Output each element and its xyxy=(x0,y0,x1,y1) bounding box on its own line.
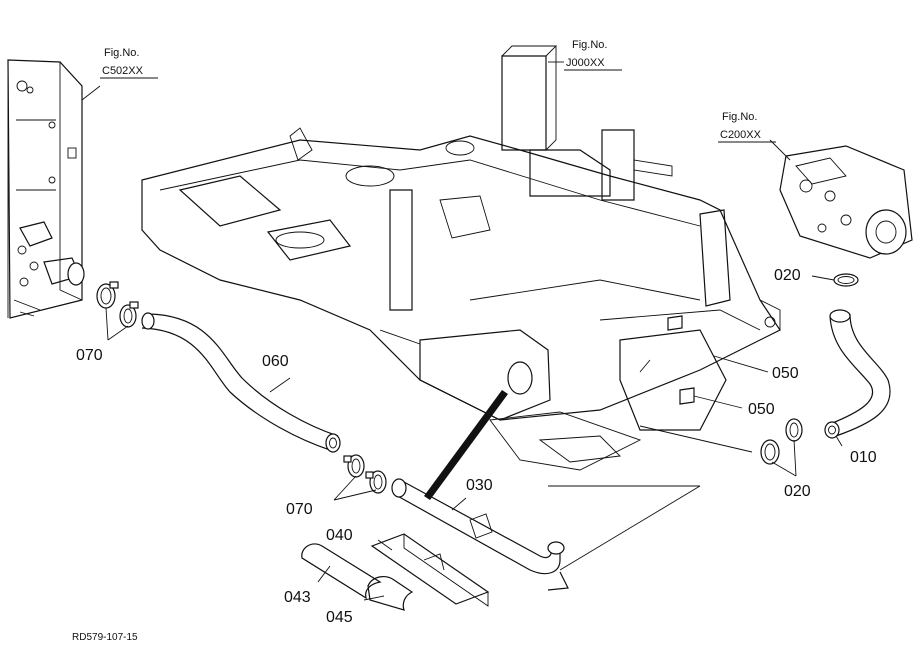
callout-060: 060 xyxy=(262,353,289,370)
fig-ref-label: Fig.No. xyxy=(722,111,757,123)
clamp-020-upper-drawing xyxy=(833,273,859,287)
callout-070-lower: 070 xyxy=(286,501,313,518)
hose-010-drawing xyxy=(824,309,891,439)
drawing-id: RD579-107-15 xyxy=(72,632,138,643)
callout-020-lower: 020 xyxy=(784,483,811,500)
callout-040: 040 xyxy=(326,527,353,544)
fig-ref-label: Fig.No. xyxy=(572,39,607,51)
clamp-070-upper-drawing xyxy=(96,281,139,328)
clamp-020-lower-drawing xyxy=(760,418,803,465)
pump-drawing xyxy=(779,145,913,259)
callout-050-lower: 050 xyxy=(748,401,775,418)
frame-drawing xyxy=(141,45,781,471)
fig-ref-code: C502XX xyxy=(102,65,144,77)
callout-030: 030 xyxy=(466,477,493,494)
part-043-drawing xyxy=(301,543,382,600)
fig-ref-label: Fig.No. xyxy=(104,47,139,59)
pipe-030-drawing xyxy=(391,478,569,591)
figure-ref-j000xx: Fig.No. J000XX xyxy=(564,39,622,71)
callout-070-upper: 070 xyxy=(76,347,103,364)
fig-ref-code: C200XX xyxy=(720,129,762,141)
engine-block-drawing xyxy=(7,59,85,319)
fig-ref-code: J000XX xyxy=(566,57,605,69)
callout-045: 045 xyxy=(326,609,353,626)
hose-060-drawing xyxy=(141,312,341,453)
clamp-070-lower-drawing xyxy=(343,454,387,494)
figure-ref-c502xx: Fig.No. C502XX xyxy=(100,47,158,79)
callout-020-upper: 020 xyxy=(774,267,801,284)
arrow-pointer xyxy=(424,390,508,500)
leader-lines xyxy=(81,61,843,601)
callout-010: 010 xyxy=(850,449,877,466)
callout-043: 043 xyxy=(284,589,311,606)
figure-ref-c200xx: Fig.No. C200XX xyxy=(718,111,776,143)
cover-040-drawing xyxy=(370,533,490,607)
callout-050-upper: 050 xyxy=(772,365,799,382)
part-045-drawing xyxy=(367,576,414,611)
